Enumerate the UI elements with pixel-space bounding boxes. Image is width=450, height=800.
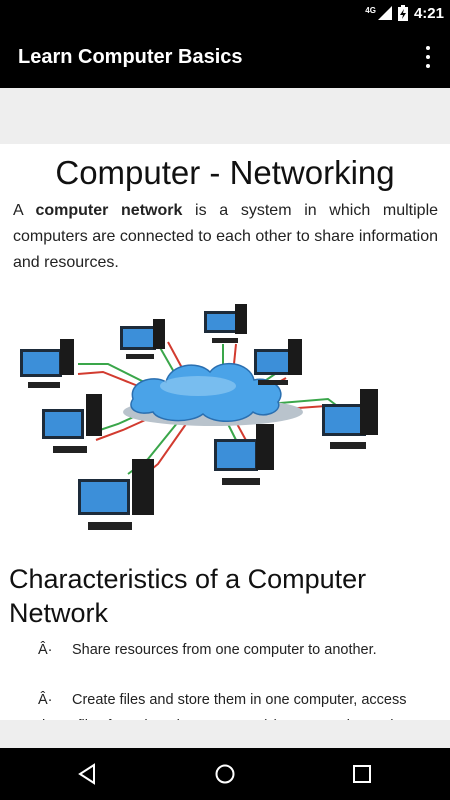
bullet-text: Create files and store them in one compu… bbox=[38, 692, 407, 720]
app-title: Learn Computer Basics bbox=[18, 46, 243, 68]
list-item: Â· Share resources from one computer to a… bbox=[38, 642, 438, 658]
app-bar: Learn Computer Basics bbox=[0, 26, 450, 88]
recents-icon[interactable] bbox=[350, 762, 374, 786]
banner-area bbox=[0, 88, 450, 144]
navigation-bar bbox=[0, 748, 450, 800]
signal-icon bbox=[377, 6, 392, 20]
bullet-marker: Â· bbox=[38, 642, 53, 658]
intro-suffix: is a system in which multiple computers … bbox=[13, 202, 439, 271]
back-icon[interactable] bbox=[76, 762, 100, 786]
article-content[interactable]: Computer - Networking A computer network… bbox=[0, 144, 450, 720]
status-bar: 4G 4:21 bbox=[0, 0, 450, 26]
intro-bold-term: computer network bbox=[35, 202, 183, 219]
network-type: 4G bbox=[365, 5, 376, 15]
bottom-band bbox=[0, 720, 450, 748]
battery-charging-icon bbox=[397, 5, 408, 21]
list-item: Â·Create files and store them in one com… bbox=[38, 687, 442, 720]
intro-prefix: A bbox=[13, 202, 36, 219]
section-title: Characteristics of a Computer Network bbox=[9, 564, 367, 628]
page-title: Computer - Networking bbox=[55, 154, 395, 191]
computer-group bbox=[20, 304, 378, 530]
bullet-text: Share resources from one computer to ano… bbox=[72, 642, 377, 658]
status-icons: 4G 4:21 bbox=[365, 0, 444, 26]
overflow-menu-icon[interactable] bbox=[420, 46, 436, 68]
home-icon[interactable] bbox=[213, 762, 237, 786]
clock: 4:21 bbox=[413, 4, 444, 22]
computer-network-diagram bbox=[20, 304, 378, 530]
intro-paragraph: A computer network is a system in which … bbox=[13, 198, 438, 276]
bullet-marker: Â· bbox=[38, 692, 53, 708]
